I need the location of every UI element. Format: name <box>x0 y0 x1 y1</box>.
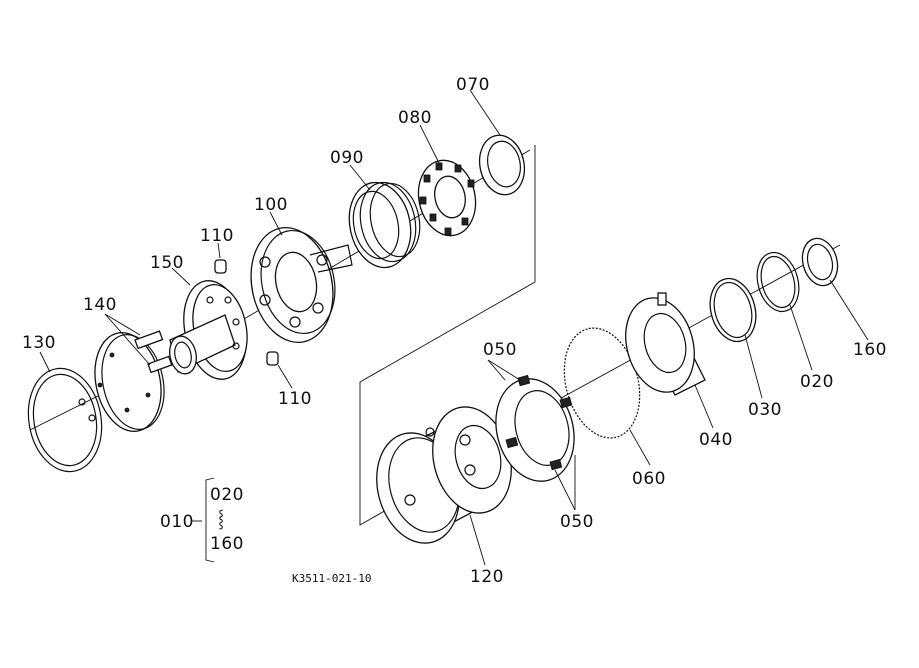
drawing-code: K3511-021-10 <box>292 572 371 585</box>
label-010: 010 <box>160 512 194 532</box>
label-020: 020 <box>800 372 834 392</box>
label-050-top: 050 <box>483 340 517 360</box>
part-140-plate <box>94 330 173 433</box>
label-070: 070 <box>456 75 490 95</box>
label-range-start: 020 <box>210 485 244 505</box>
label-110-top: 110 <box>200 226 234 246</box>
label-160: 160 <box>853 340 887 360</box>
label-130: 130 <box>22 333 56 353</box>
part-130-circlip <box>27 367 103 473</box>
part-040-piston <box>625 292 706 396</box>
part-110-pins <box>214 259 279 366</box>
label-040: 040 <box>699 430 733 450</box>
label-090: 090 <box>330 148 364 168</box>
part-090-cylinder <box>348 181 421 269</box>
label-range-end: 160 <box>210 534 244 554</box>
part-050-plates <box>495 374 575 482</box>
label-080: 080 <box>398 108 432 128</box>
label-120: 120 <box>470 567 504 587</box>
part-020-snapring <box>756 251 800 313</box>
label-030: 030 <box>748 400 782 420</box>
label-100: 100 <box>254 195 288 215</box>
part-030-ring <box>709 277 757 343</box>
part-150-cover <box>169 280 248 380</box>
part-160-ring <box>801 237 839 287</box>
label-050-bottom: 050 <box>560 512 594 532</box>
label-range-separator: ⸾ <box>218 509 225 530</box>
part-labels: 070 080 090 100 110 150 140 130 110 050 … <box>22 75 887 587</box>
part-080-gear <box>417 159 477 237</box>
part-120-housing <box>376 406 512 544</box>
label-110-bottom: 110 <box>278 389 312 409</box>
label-060: 060 <box>632 469 666 489</box>
leader-lines <box>39 89 869 566</box>
part-070-washer <box>478 134 526 196</box>
assembly-range-key: 010 020 ⸾ 160 <box>160 477 244 563</box>
label-140: 140 <box>83 295 117 315</box>
label-150: 150 <box>150 253 184 273</box>
part-100-bearing <box>250 227 353 343</box>
